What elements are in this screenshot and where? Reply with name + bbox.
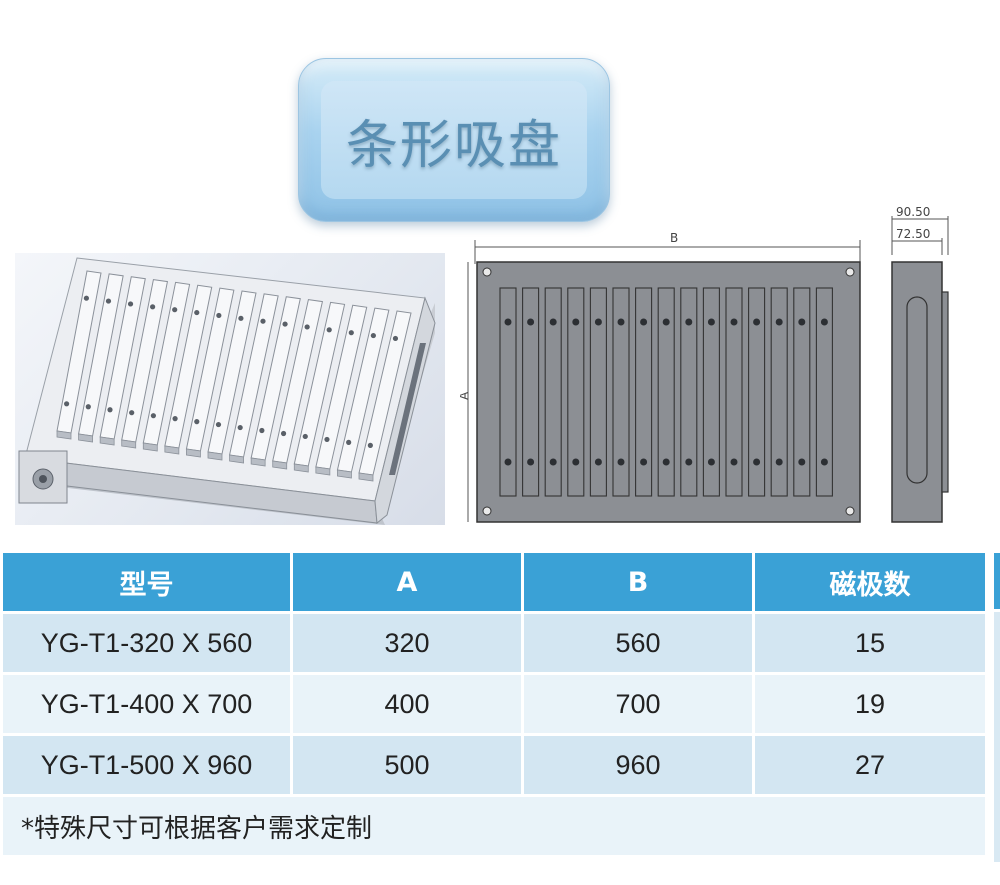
product-3d-image: [15, 253, 445, 525]
cell-poles: 27: [755, 736, 985, 794]
page-title: 条形吸盘: [345, 115, 562, 176]
table-header-row: 型号 A B 磁极数: [3, 553, 985, 611]
dimension-b-label: B: [670, 231, 678, 245]
cell-poles: 15: [755, 614, 985, 672]
cell-poles: 19: [755, 675, 985, 733]
cell-model: YG-T1-400 X 700: [3, 675, 290, 733]
table-row: YG-T1-400 X 700 400 700 19: [3, 675, 985, 733]
title-banner-inner: [321, 81, 587, 199]
spec-table: 型号 A B 磁极数 YG-T1-320 X 560 320 560 15 YG…: [0, 550, 988, 858]
custom-size-note: *特殊尺寸可根据客户需求定制: [3, 797, 985, 855]
table-row: YG-T1-320 X 560 320 560 15: [3, 614, 985, 672]
dimension-7250-label: 72.50: [896, 227, 930, 241]
cell-b: 700: [524, 675, 752, 733]
cell-model: YG-T1-320 X 560: [3, 614, 290, 672]
table-row: YG-T1-500 X 960 500 960 27: [3, 736, 985, 794]
header-poles: 磁极数: [755, 553, 985, 611]
title-banner: 条形吸盘: [298, 58, 610, 222]
header-model: 型号: [3, 553, 290, 611]
cell-b: 960: [524, 736, 752, 794]
table-edge-decoration: [994, 612, 1000, 862]
cell-a: 320: [293, 614, 521, 672]
cell-a: 400: [293, 675, 521, 733]
dimension-9050-label: 90.50: [896, 205, 930, 219]
cell-a: 500: [293, 736, 521, 794]
cell-model: YG-T1-500 X 960: [3, 736, 290, 794]
technical-drawing: B A 90.50 72.50: [460, 205, 949, 523]
header-a: A: [293, 553, 521, 611]
table-edge-decoration: [994, 553, 1000, 609]
header-b: B: [524, 553, 752, 611]
table-note-row: *特殊尺寸可根据客户需求定制: [3, 797, 985, 855]
cell-b: 560: [524, 614, 752, 672]
dimension-a-label: A: [460, 391, 471, 400]
